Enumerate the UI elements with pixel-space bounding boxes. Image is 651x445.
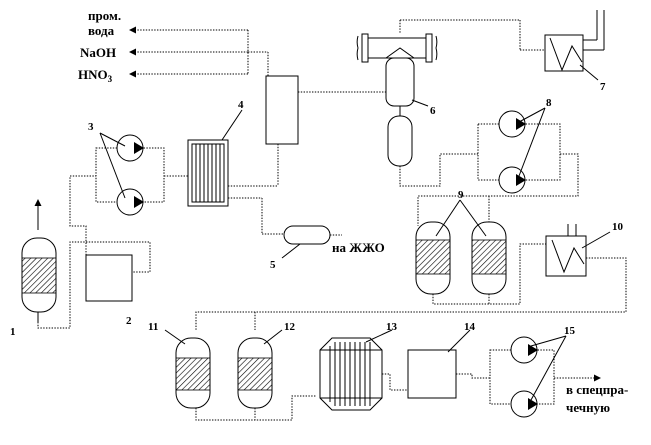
label-14: 14 <box>464 321 476 333</box>
filters-9 <box>415 199 546 305</box>
label-7: 7 <box>600 81 606 93</box>
label-8: 8 <box>546 97 552 109</box>
pipes-1-3 <box>37 175 151 329</box>
label-15: 15 <box>564 325 576 337</box>
special-output-line2: чечную <box>566 400 610 415</box>
unit-14 <box>407 329 490 399</box>
label-10: 10 <box>612 221 624 233</box>
cooler-10 <box>195 224 627 330</box>
to-zhzho-label: на ЖЖО <box>332 240 385 255</box>
label-6: 6 <box>430 105 436 117</box>
unit-2 <box>85 254 133 302</box>
pumps-8 <box>417 107 579 226</box>
hno3-label: HNO3 <box>78 67 113 84</box>
vessel-1 <box>21 199 57 322</box>
equipment-labels: 1 2 3 4 5 6 7 8 9 10 11 12 13 14 15 <box>10 81 624 338</box>
input-lines <box>129 26 269 78</box>
heat-exchanger-4 <box>164 109 278 207</box>
label-12: 12 <box>284 321 296 333</box>
special-output-line1: в спецпра- <box>566 382 628 397</box>
water-label-line1: пром. <box>88 8 121 23</box>
naoh-label: NaOH <box>80 45 116 60</box>
water-label-line2: вода <box>88 23 115 38</box>
filters-12 <box>195 329 316 421</box>
label-9: 9 <box>458 189 464 201</box>
tank-5 <box>281 225 342 259</box>
heat-exchanger-13 <box>319 329 408 411</box>
pumps-3 <box>95 132 165 216</box>
column-tank <box>261 75 391 235</box>
condenser-6 <box>356 19 545 187</box>
label-5: 5 <box>270 259 276 271</box>
cooler-7 <box>544 10 605 81</box>
label-2: 2 <box>126 315 132 327</box>
label-3: 3 <box>88 121 94 133</box>
label-13: 13 <box>386 321 398 333</box>
label-4: 4 <box>238 99 244 111</box>
label-11: 11 <box>148 321 158 333</box>
pumps-15 <box>489 335 601 418</box>
filters-11 <box>164 329 211 409</box>
label-1: 1 <box>10 326 16 338</box>
